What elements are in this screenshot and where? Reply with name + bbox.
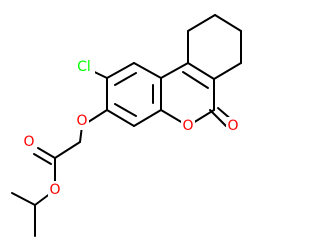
bond [114, 72, 137, 86]
atom-ester-alkoxy-oxygen: O [48, 181, 62, 199]
bond [182, 71, 209, 89]
bond [160, 62, 189, 79]
bond [37, 147, 56, 159]
bond [213, 62, 242, 80]
bond-skeleton [11, 14, 242, 237]
bond [214, 14, 242, 32]
atom-ester-carbonyl-oxygen: O [22, 133, 36, 151]
atom-lactone-ring-oxygen: O [181, 117, 195, 135]
bond [106, 62, 135, 79]
atom-ether-oxygen: O [75, 112, 89, 130]
bond [106, 109, 135, 127]
bond [114, 103, 137, 117]
atom-chlorine: Cl [73, 58, 95, 76]
bond [11, 192, 36, 206]
bond [33, 153, 52, 165]
atom-lactone-carbonyl-oxygen: O [226, 117, 240, 135]
bond [187, 14, 216, 32]
atom-label-lactone-carbonyl-oxygen: O [227, 118, 238, 134]
bond [209, 109, 227, 127]
bond [54, 141, 81, 159]
molecule-structure: Cl O O O O O [11, 14, 242, 237]
atom-label-chlorine: Cl [77, 59, 91, 75]
bond [133, 109, 162, 127]
atom-label-ester-carbonyl-oxygen: O [23, 134, 34, 150]
bond [187, 62, 215, 80]
atom-label-ether-oxygen: O [76, 113, 87, 129]
atom-label-ester-alkoxy-oxygen: O [49, 182, 60, 198]
atom-label-lactone-ring-oxygen: O [182, 118, 193, 134]
bond [133, 62, 162, 79]
